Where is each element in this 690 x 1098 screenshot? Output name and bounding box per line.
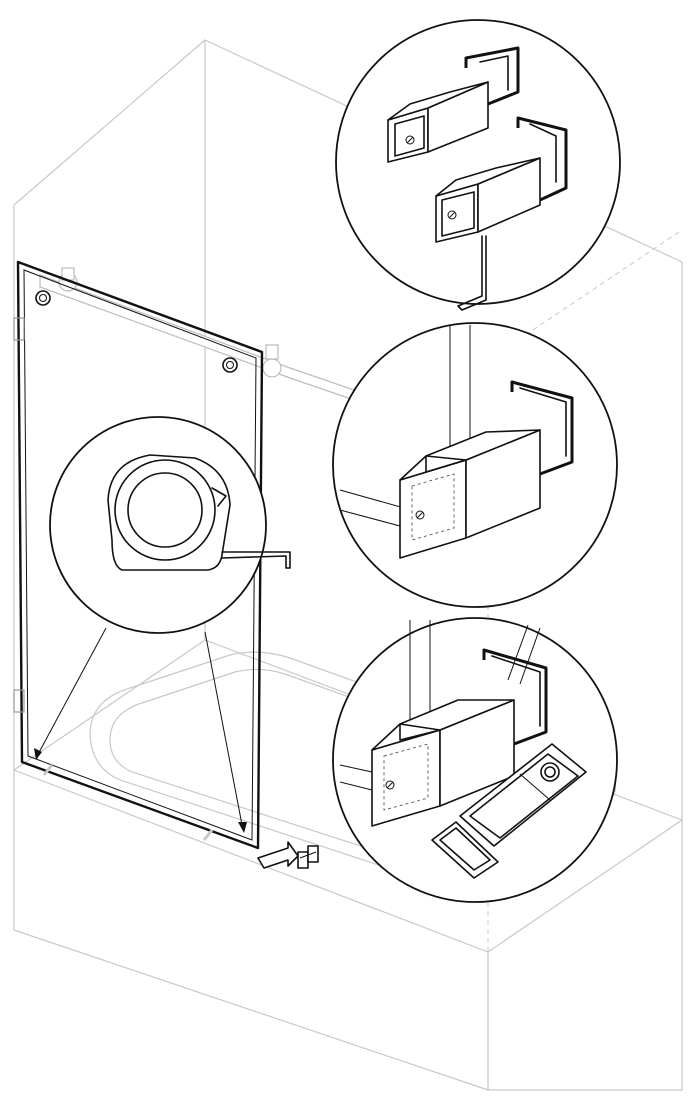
anchor-plate-callout bbox=[332, 617, 618, 903]
tape-measure-callout bbox=[49, 416, 291, 634]
brackets-callout bbox=[335, 19, 621, 311]
measure-arrows bbox=[34, 627, 247, 833]
bracket-on-rail-callout bbox=[332, 322, 618, 608]
guide-bracket-2 bbox=[435, 116, 568, 243]
anchor-plate bbox=[431, 743, 587, 879]
guide-bracket-1 bbox=[387, 46, 520, 163]
glass-door-panel bbox=[13, 260, 264, 850]
bottom-guide-bracket bbox=[257, 841, 319, 869]
allen-key-icon bbox=[457, 235, 487, 311]
